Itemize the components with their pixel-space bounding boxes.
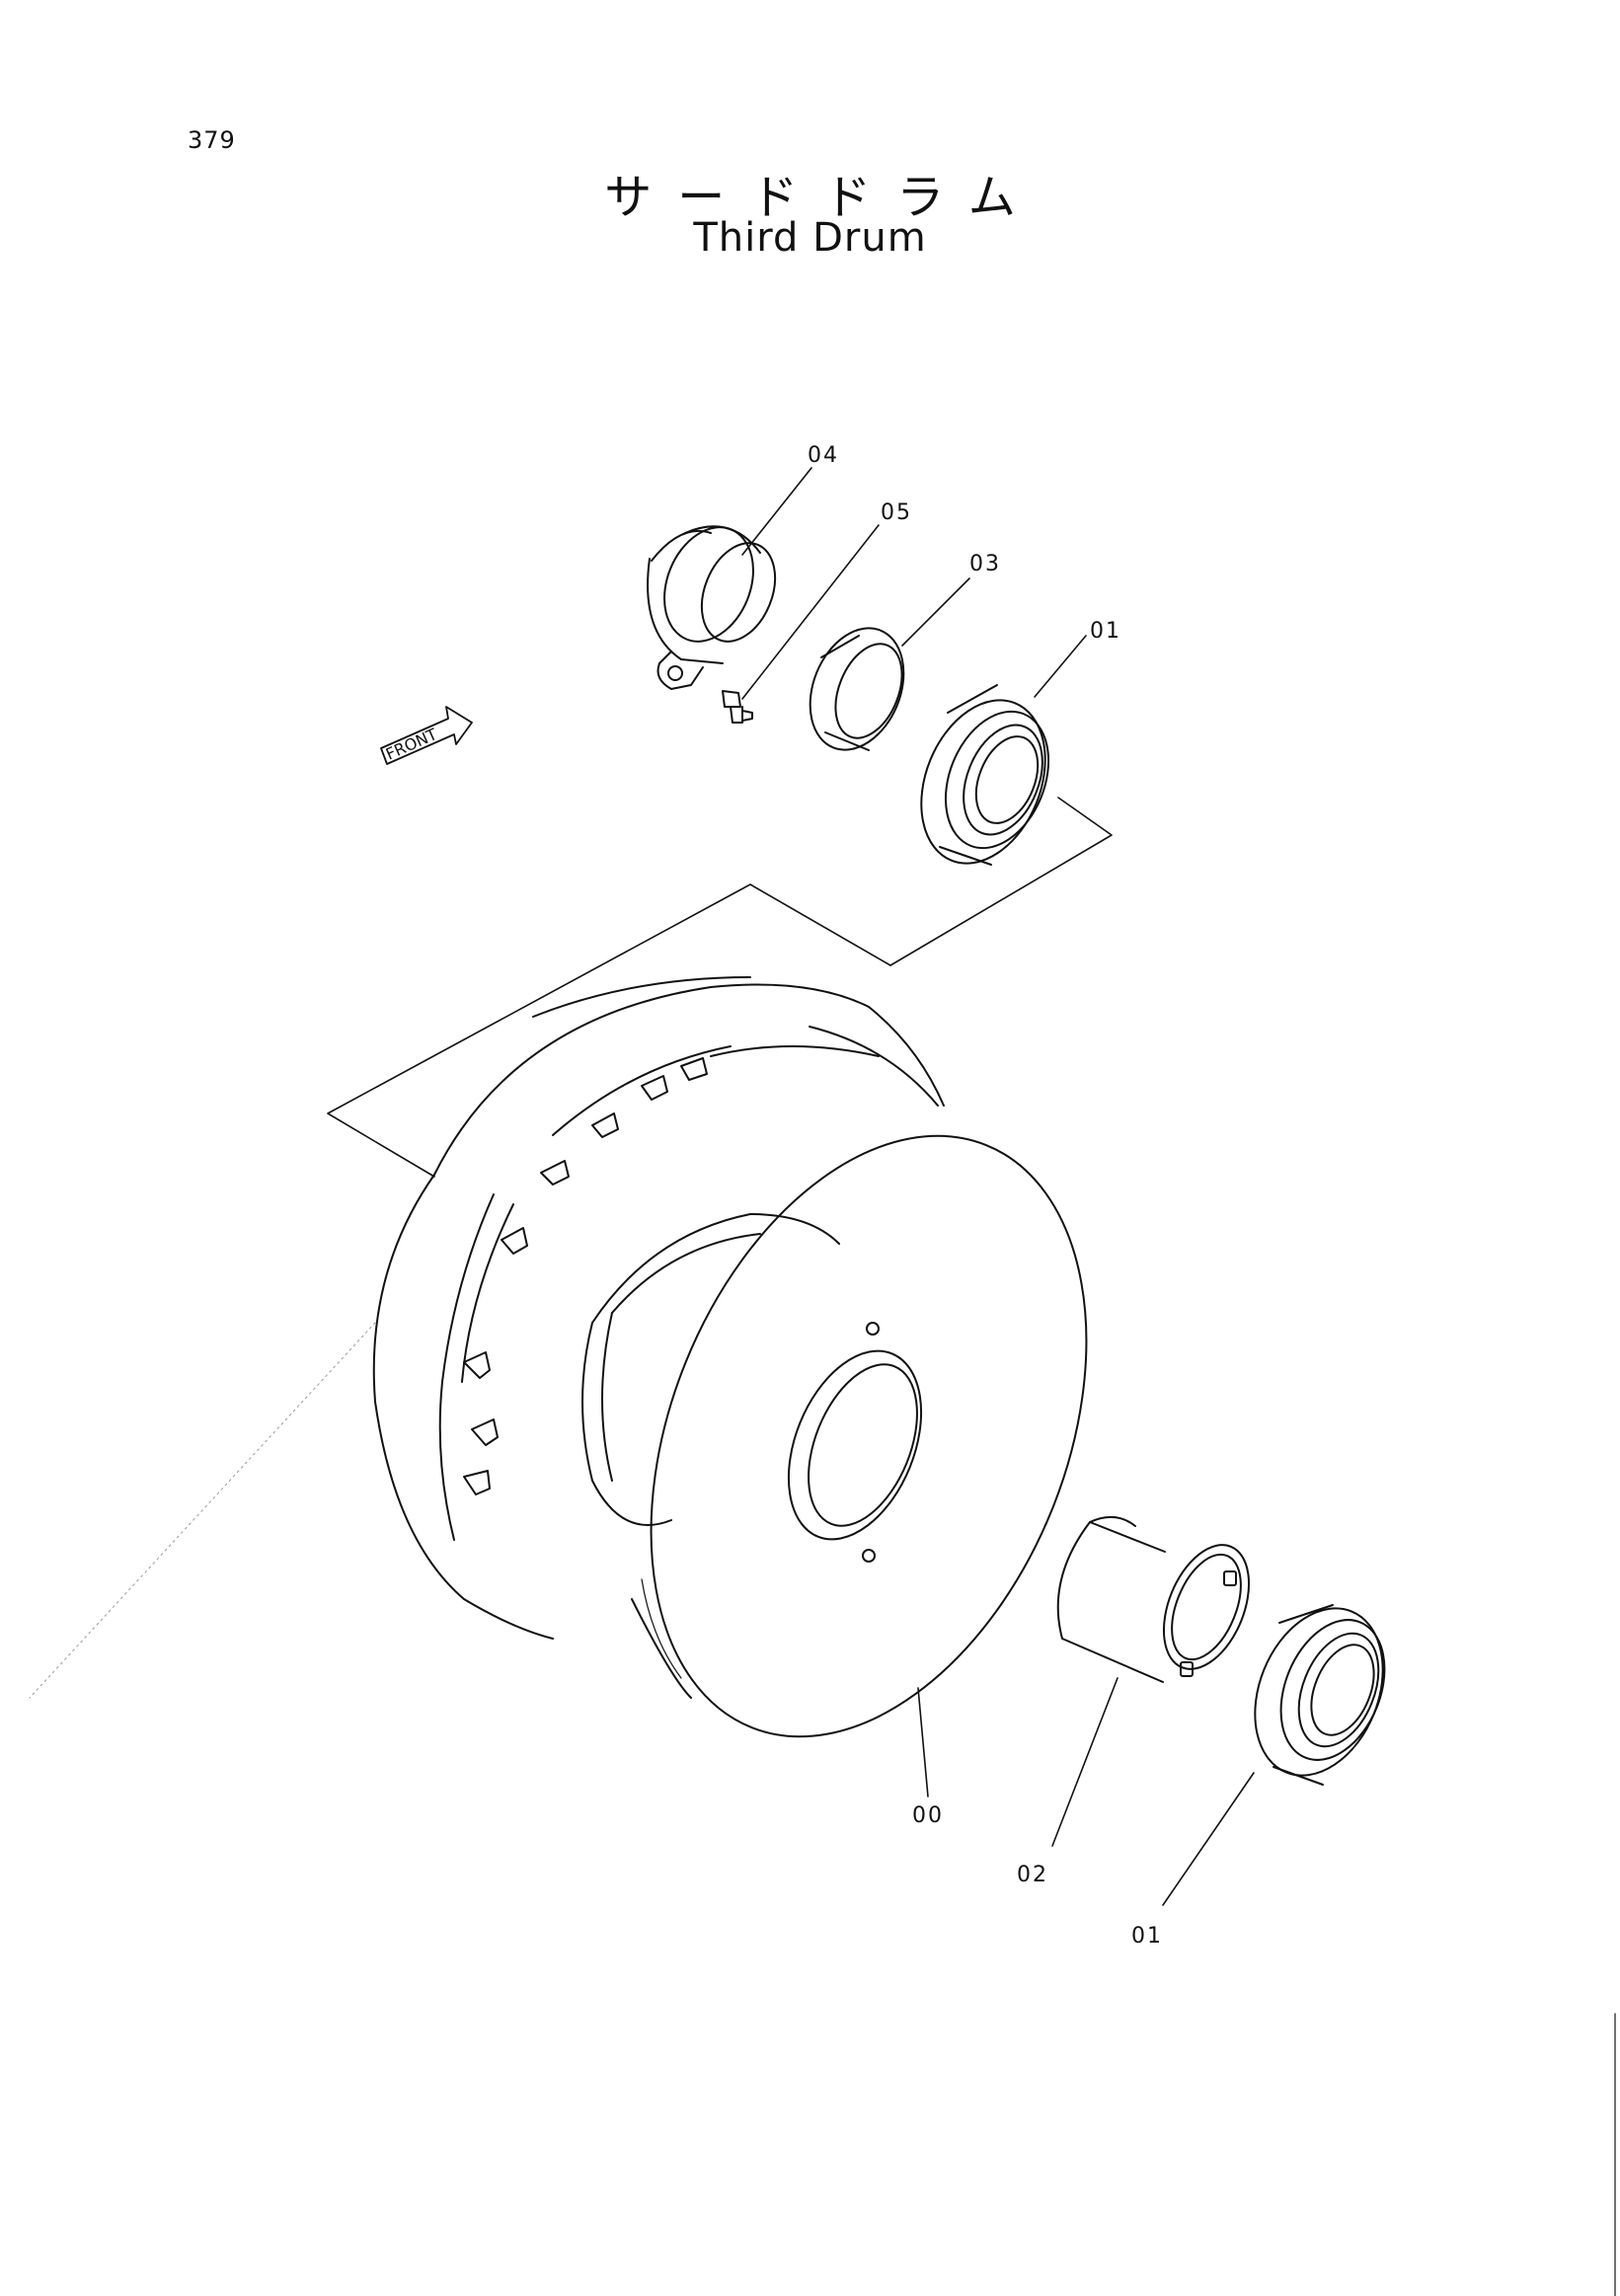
part-01-bearing-lower	[1254, 1604, 1386, 1786]
callout-04: 04	[808, 443, 839, 468]
callout-00: 00	[912, 1803, 944, 1828]
front-direction-arrow	[380, 706, 473, 765]
leader-lines	[741, 467, 1255, 1906]
part-02-sleeve	[1056, 1515, 1251, 1683]
callout-01-upper: 01	[1090, 619, 1121, 644]
part-05-bolt	[722, 690, 753, 724]
callout-02: 02	[1017, 1863, 1048, 1887]
front-label: FRONT	[383, 725, 440, 764]
page-title-japanese: サードドラム	[604, 170, 1041, 225]
part-04-band	[647, 525, 777, 690]
callout-03: 03	[969, 552, 1001, 576]
part-03-ring	[809, 627, 905, 751]
scan-artifact-lines	[29, 1322, 376, 1699]
page-number: 379	[188, 126, 236, 154]
part-01-bearing-upper	[920, 684, 1050, 866]
callout-05: 05	[881, 500, 912, 525]
part-00-drum	[372, 976, 1088, 1738]
callout-01-lower: 01	[1131, 1924, 1163, 1949]
page-title-english: Third Drum	[693, 215, 927, 261]
mounting-plane-outline	[327, 797, 1113, 1178]
